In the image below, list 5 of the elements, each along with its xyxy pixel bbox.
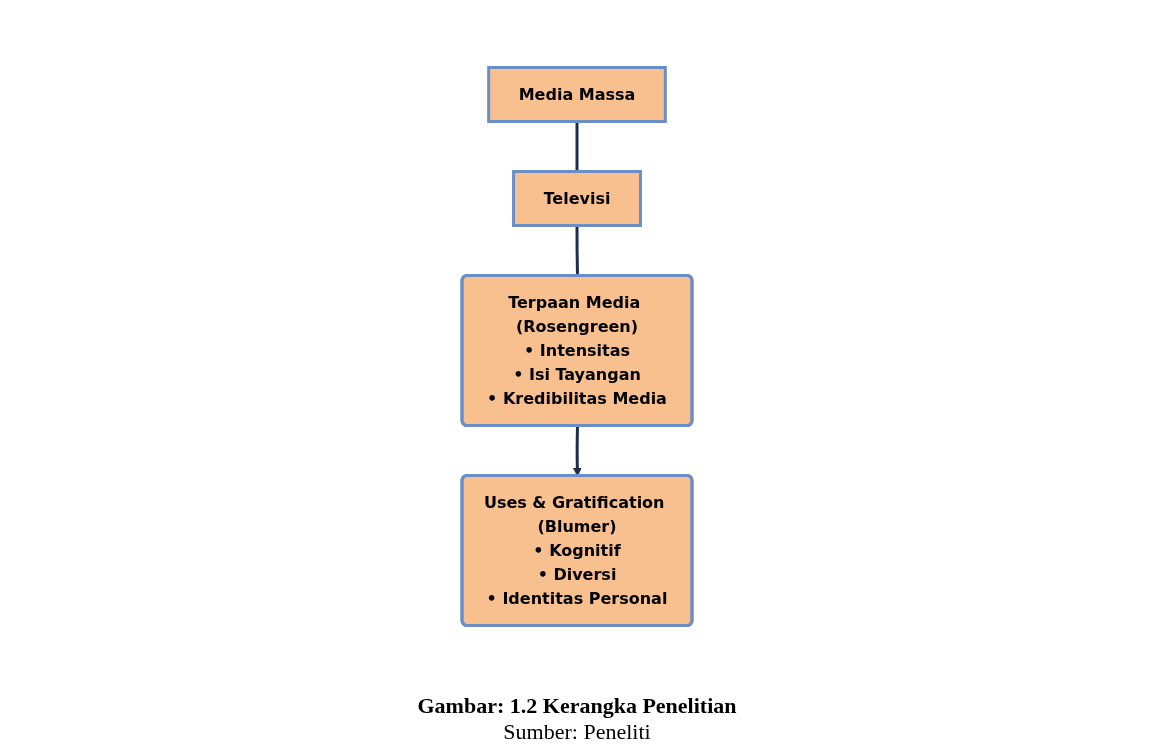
- node-box: Media Massa: [487, 66, 667, 123]
- node-box: Televisi: [512, 170, 642, 227]
- figure-caption: Gambar: 1.2 Kerangka Penelitian: [417, 693, 737, 719]
- connector: [575, 121, 579, 172]
- source-note: Sumber: Peneliti: [503, 719, 651, 745]
